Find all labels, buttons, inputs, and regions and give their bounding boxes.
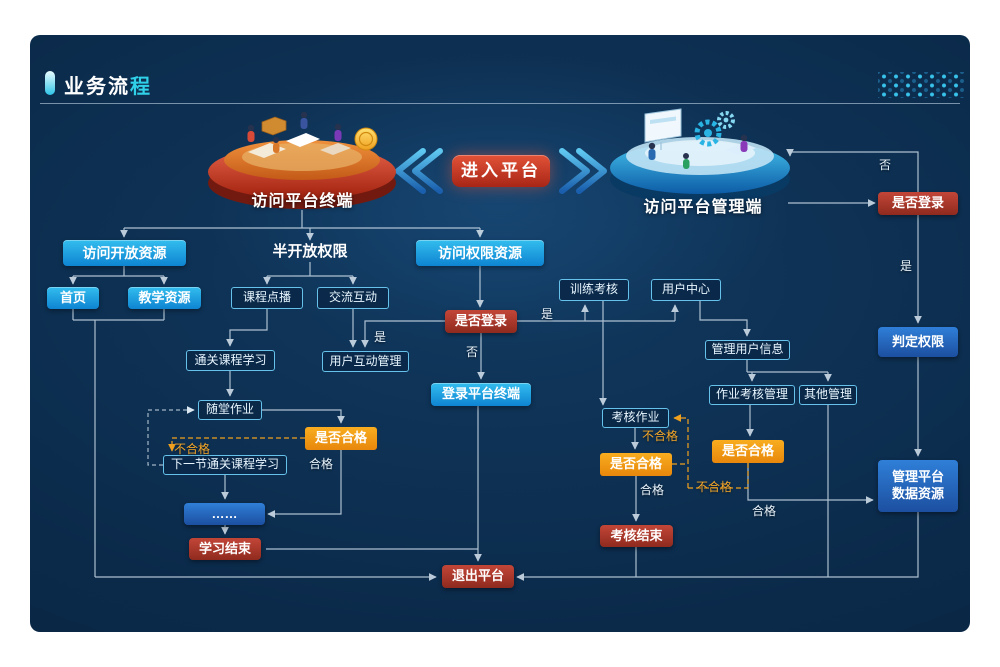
edge-label-pass-right: 合格 [752,504,777,518]
node-qualified-mid: 是否合格 [600,453,672,476]
node-user-interaction-mgmt: 用户互动管理 [322,351,409,372]
node-open-resources: 访问开放资源 [63,240,186,266]
edge-label-fail-right: 不合格 [696,480,733,494]
node-login-question: 是否登录 [445,310,517,333]
slide-background [30,35,970,632]
node-permission-resources: 访问权限资源 [416,240,544,266]
terminal-illustration-label: 访问平台终端 [251,193,354,210]
node-exam-end: 考核结束 [600,525,673,547]
edge-label-yes-center: 是 [541,307,554,321]
enter-platform-button: 进入平台 [452,155,550,187]
node-course-vod: 课程点播 [231,287,303,309]
node-next-course: 下一节通关课程学习 [163,455,287,475]
node-exam-homework: 考核作业 [602,408,669,428]
admin-illustration-label: 访问平台管理端 [643,199,763,216]
edge-label-pass-left: 合格 [309,457,334,471]
node-pass-course-learning: 通关课程学习 [186,350,275,371]
node-judge-permission: 判定权限 [878,327,958,357]
edge-label-fail-mid: 不合格 [642,429,679,443]
edge-label-no-center: 否 [466,345,479,359]
node-study-end: 学习结束 [189,538,261,560]
node-other-mgmt: 其他管理 [799,385,857,405]
edge-label-pass-mid: 合格 [640,483,665,497]
edge-label-yes-left: 是 [374,330,387,344]
node-semi-open-permission: 半开放权限 [272,243,348,261]
node-user-center: 用户中心 [651,279,721,301]
title-accent: 程 [130,76,152,98]
node-class-homework: 随堂作业 [198,400,262,420]
page-title: 业务流程 [64,70,152,99]
node-interaction: 交流互动 [317,287,389,309]
decor-dots [878,72,964,98]
node-home: 首页 [47,287,99,309]
header-divider [40,103,960,104]
node-login-question-admin: 是否登录 [878,192,958,215]
node-teaching-resources: 教学资源 [128,287,201,309]
node-ellipsis: …… [184,503,265,525]
title-main: 业务流 [64,76,130,98]
node-login-terminal: 登录平台终端 [431,383,531,406]
node-qualified-left: 是否合格 [305,427,377,450]
edge-label-yes-admin: 是 [900,259,913,273]
title-icon [45,71,55,95]
node-manage-platform-data: 管理平台数据资源 [878,460,958,512]
node-manage-user-info: 管理用户信息 [705,340,790,360]
edge-label-no-admin: 否 [879,158,892,172]
node-homework-exam-mgmt: 作业考核管理 [709,385,795,405]
node-exit-platform: 退出平台 [442,565,514,588]
node-training-exam: 训练考核 [559,279,629,301]
edge-label-fail-left: 不合格 [174,442,211,456]
node-qualified-right: 是否合格 [712,440,784,463]
